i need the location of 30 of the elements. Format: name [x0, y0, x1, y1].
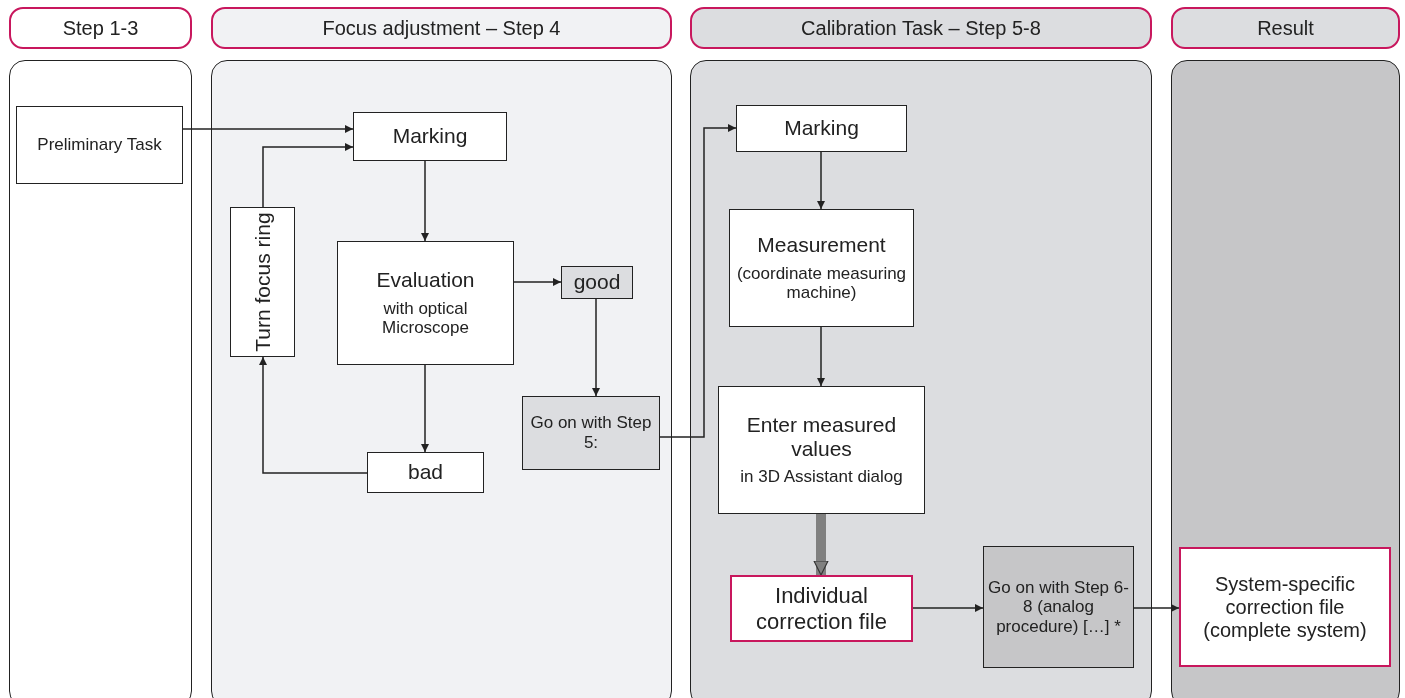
arrow [912, 604, 984, 612]
process-box: Preliminary Task [16, 106, 183, 184]
arrow [182, 125, 354, 133]
result-box: bad [367, 452, 484, 493]
process-box: Measurement (coordinate measuring machine) [729, 209, 914, 327]
lane-header: Focus adjustment – Step 4 [211, 7, 672, 49]
step-box: Go on with Step 5: [522, 396, 660, 470]
process-box: Evaluation with optical Microscope [337, 241, 514, 365]
lane-header: Step 1-3 [9, 7, 192, 49]
file-box: System-specific correction file (complete system) [1179, 547, 1391, 667]
arrow [421, 364, 429, 453]
arrow [1133, 604, 1180, 612]
process-box: Enter measured values in 3D Assistant dialog [718, 386, 925, 514]
arrow [592, 298, 600, 397]
arrow [262, 143, 354, 208]
result-box: good [561, 266, 633, 299]
file-box: Individual correction file [730, 575, 913, 642]
arrow [513, 278, 562, 286]
arrow [817, 151, 825, 210]
arrow [659, 124, 737, 438]
process-box: Marking [736, 105, 907, 152]
arrow [813, 514, 829, 576]
process-box: Marking [353, 112, 507, 161]
arrow [421, 160, 429, 242]
arrow [817, 326, 825, 387]
lane-header: Calibration Task – Step 5-8 [690, 7, 1152, 49]
lane-header: Result [1171, 7, 1400, 49]
step-box: Go on with Step 6-8 (analog procedure) […] * [983, 546, 1134, 668]
arrow [259, 356, 368, 474]
process-box: Turn focus ring [230, 207, 295, 357]
